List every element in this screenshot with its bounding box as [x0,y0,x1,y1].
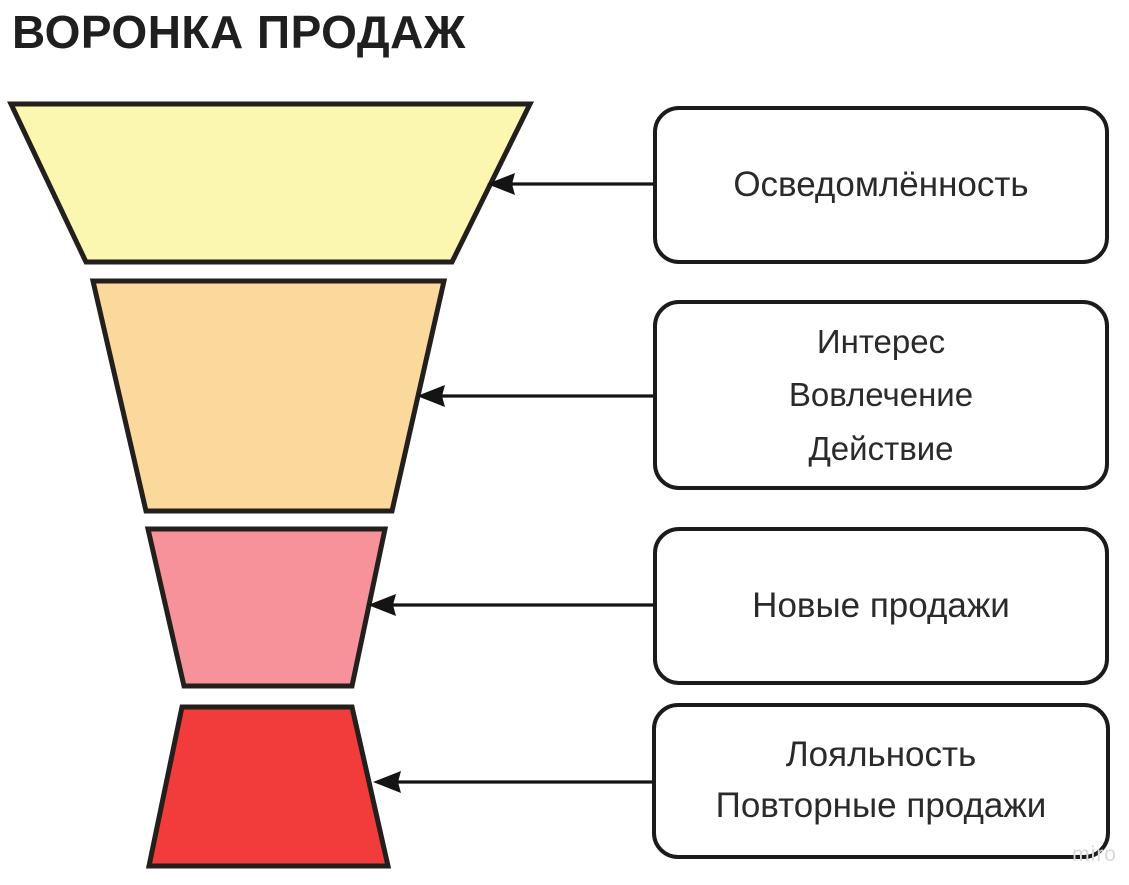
page-title: ВОРОНКА ПРОДАЖ [12,6,466,58]
arrow-loyalty [373,771,652,793]
label-line: Вовлечение [788,376,974,414]
label-line: Действие [808,429,954,467]
label-box-awareness[interactable]: Осведомлённость [653,106,1109,264]
label-box-new-sales-text: Новые продажи [657,584,1105,628]
label-box-loyalty-text: Лояльность Повторные продажи [656,730,1106,832]
funnel-segment-awareness[interactable] [7,101,535,265]
label-line: Повторные продажи [715,786,1047,825]
funnel-segment-loyalty[interactable] [145,704,392,869]
label-box-interest[interactable]: Интерес Вовлечение Действие [653,300,1109,490]
arrow-new-sales [368,594,653,616]
miro-watermark: miro [1072,843,1117,866]
label-box-loyalty[interactable]: Лояльность Повторные продажи [652,703,1110,859]
arrow-interest [417,385,653,407]
label-line: Лояльность [785,735,977,775]
arrow-awareness [487,173,653,195]
label-line: Новые продажи [752,586,1010,626]
label-line: Интерес [816,322,946,360]
funnel-segment-new-sales[interactable] [144,526,389,689]
funnel-segment-interest[interactable] [89,278,448,514]
label-box-awareness-text: Осведомлённость [657,163,1105,207]
label-box-interest-text: Интерес Вовлечение Действие [657,315,1105,475]
label-line: Осведомлённость [733,165,1029,205]
label-box-new-sales[interactable]: Новые продажи [653,527,1109,685]
